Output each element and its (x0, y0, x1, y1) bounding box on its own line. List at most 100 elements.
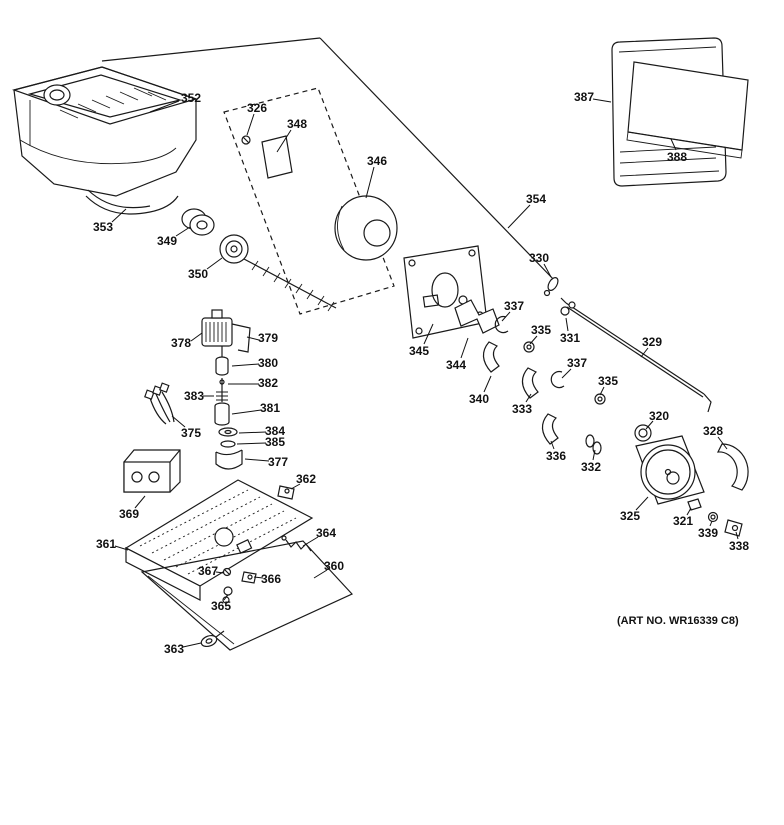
part-label-337: 337 (567, 356, 587, 370)
part-label-388: 388 (667, 150, 687, 164)
leader-line-348 (276, 129, 292, 153)
leader-line-320 (645, 420, 654, 430)
bracket-362 (277, 485, 295, 500)
part-label-382: 382 (258, 376, 278, 390)
leader-line-387 (592, 98, 612, 103)
part-label-320: 320 (649, 409, 669, 423)
part-label-335: 335 (598, 374, 618, 388)
leader-line-332 (592, 449, 596, 461)
bracket-344 (454, 299, 500, 334)
switch-box-369 (123, 449, 181, 493)
leader-line-328 (717, 436, 728, 450)
leader-line-381 (231, 409, 262, 415)
mounting-plate-345 (403, 245, 488, 339)
leader-line-379 (246, 336, 260, 341)
part-label-331: 331 (560, 331, 580, 345)
part-label-363: 363 (164, 642, 184, 656)
part-label-345: 345 (409, 344, 429, 358)
retainer-clip-337a (494, 315, 509, 334)
part-label-378: 378 (171, 336, 191, 350)
part-label-338: 338 (729, 539, 749, 553)
leader-line-349 (175, 226, 191, 237)
clip-363 (200, 630, 225, 648)
cylinder-381 (214, 402, 230, 426)
leader-line-346 (365, 166, 375, 199)
washer-384 (218, 427, 238, 437)
leader-line-380 (231, 363, 260, 367)
part-label-381: 381 (260, 401, 280, 415)
leader-line-326 (246, 113, 255, 136)
part-label-379: 379 (258, 331, 278, 345)
part-label-346: 346 (367, 154, 387, 168)
fill-tube (85, 189, 179, 215)
cylinder-380 (215, 356, 229, 376)
yoke-377 (215, 449, 243, 470)
bracket-379 (231, 323, 251, 353)
part-label-353: 353 (93, 220, 113, 234)
part-label-350: 350 (188, 267, 208, 281)
leader-line-340 (483, 375, 492, 393)
spring-383 (216, 390, 228, 402)
spring-364 (281, 535, 312, 552)
part-label-332: 332 (581, 460, 601, 474)
part-label-329: 329 (642, 335, 662, 349)
part-label-337: 337 (504, 299, 524, 313)
auger-350 (219, 234, 337, 312)
leader-line-321 (686, 507, 692, 516)
housing-cup-328 (716, 443, 749, 491)
leader-line-366 (253, 576, 264, 579)
leader-line-335 (529, 335, 538, 345)
washer-335a (523, 341, 535, 353)
washer-335b (594, 393, 606, 405)
drive-rod-329 (560, 297, 712, 413)
leader-line-384 (238, 431, 267, 434)
bracket-321 (687, 498, 702, 511)
leader-line-360 (313, 569, 328, 579)
wire-harness-375 (144, 382, 175, 425)
part-label-325: 325 (620, 509, 640, 523)
part-label-369: 369 (119, 507, 139, 521)
leader-line-350 (206, 257, 223, 270)
part-label-377: 377 (268, 455, 288, 469)
motor-325 (635, 435, 705, 505)
panel-hardware (200, 485, 312, 648)
solenoid-378 (201, 309, 233, 347)
bracket-plate-361 (124, 479, 314, 601)
screw-326 (241, 135, 251, 145)
leader-line-365 (223, 595, 228, 601)
part-label-328: 328 (703, 424, 723, 438)
spring-330 (543, 277, 559, 297)
part-label-375: 375 (181, 426, 201, 440)
part-label-340: 340 (469, 392, 489, 406)
part-label-330: 330 (529, 251, 549, 265)
part-label-333: 333 (512, 402, 532, 416)
part-label-335: 335 (531, 323, 551, 337)
leader-line-338 (735, 531, 739, 540)
screw-367 (222, 567, 232, 577)
leader-line-352 (149, 100, 180, 113)
leader-line-329 (640, 347, 649, 358)
clip-366 (241, 571, 257, 584)
art-number: (ART NO. WR16339 C8) (617, 615, 739, 627)
part-label-354: 354 (526, 192, 546, 206)
bearing-349 (181, 208, 215, 236)
part-label-366: 366 (261, 572, 281, 586)
door-panel-360 (140, 540, 354, 651)
leader-line-337 (501, 311, 511, 322)
leader-line-388 (670, 138, 677, 151)
assembly-axis-lines (101, 37, 557, 283)
leader-line-369 (134, 495, 146, 509)
pin-382 (219, 378, 225, 390)
part-label-344: 344 (446, 358, 466, 372)
leader-line-354 (507, 204, 531, 229)
part-label-361: 361 (96, 537, 116, 551)
leader-line-367 (215, 571, 225, 574)
washer-385 (220, 440, 236, 448)
part-label-380: 380 (258, 356, 278, 370)
leader-line-336 (550, 440, 555, 450)
leader-line-344 (460, 337, 469, 359)
ice-bucket (11, 66, 198, 197)
leader-line-330 (543, 263, 552, 278)
part-label-383: 383 (184, 389, 204, 403)
